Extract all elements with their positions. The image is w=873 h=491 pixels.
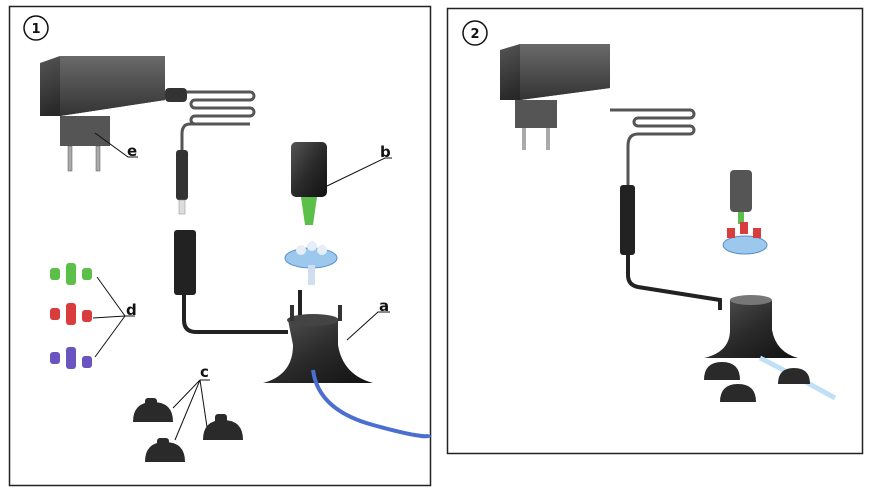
step-2-number: 2	[470, 27, 479, 42]
power-adapter	[40, 56, 256, 215]
purple-caps	[50, 347, 92, 369]
step-2-badge	[462, 20, 488, 46]
pump-base	[263, 305, 432, 439]
label-a: a	[379, 297, 389, 315]
panel-1: 1	[8, 5, 432, 487]
green-caps	[50, 263, 92, 285]
panel-2: 2	[446, 7, 864, 455]
red-caps	[50, 303, 92, 325]
led-head-with-caps	[722, 222, 768, 255]
label-b: b	[380, 143, 391, 161]
air-stone	[291, 142, 327, 225]
air-stone-assembled	[730, 170, 752, 224]
colour-caps	[50, 263, 92, 369]
led-head	[284, 241, 338, 285]
leader-lines	[92, 132, 392, 441]
label-d: d	[126, 301, 137, 319]
label-c: c	[200, 363, 209, 381]
step-1-badge	[23, 15, 49, 41]
step-1-number: 1	[31, 22, 40, 37]
suction-cups	[133, 398, 243, 462]
label-e: e	[127, 142, 137, 160]
power-adapter-assembled	[500, 44, 722, 310]
suction-cups-attached	[704, 362, 810, 402]
